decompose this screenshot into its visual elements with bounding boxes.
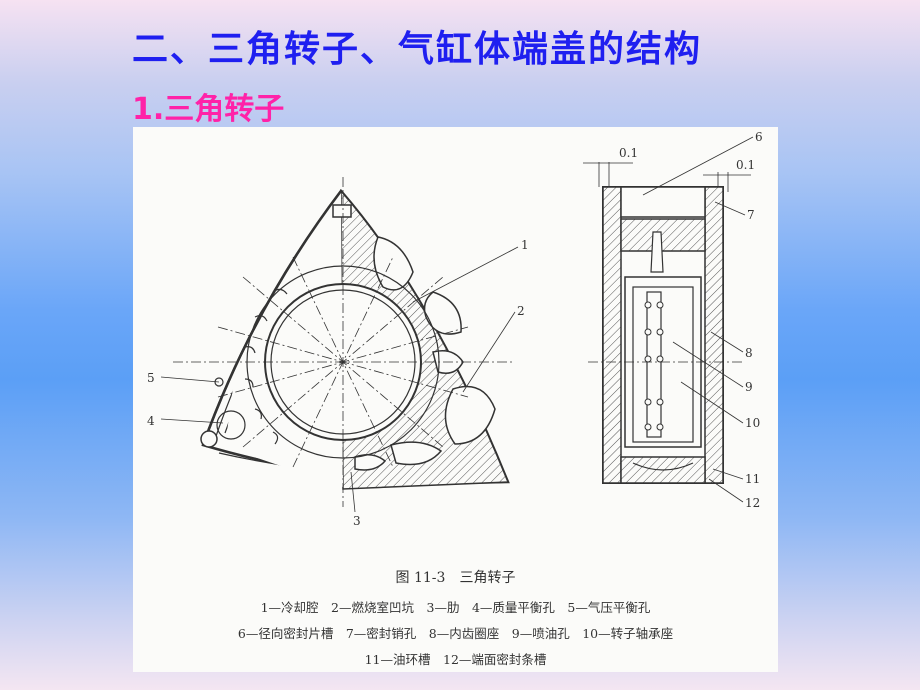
legend-line-2: 6—径向密封片槽 7—密封销孔 8—内齿圈座 9—喷油孔 10—转子轴承座 bbox=[237, 626, 674, 641]
callout-12: 12 bbox=[745, 496, 760, 510]
section-view-leaders bbox=[642, 136, 754, 503]
callout-11: 11 bbox=[745, 472, 760, 486]
callout-4: 4 bbox=[147, 414, 155, 428]
front-view-leaders bbox=[160, 246, 519, 513]
rotor-figure: 1 2 3 4 5 bbox=[133, 127, 778, 672]
callout-7: 7 bbox=[747, 208, 755, 222]
callout-10: 10 bbox=[745, 416, 760, 430]
callout-9: 9 bbox=[745, 380, 753, 394]
rotor-section-view bbox=[583, 162, 751, 484]
slide-title: 二、三角转子、气缸体端盖的结构 bbox=[132, 29, 703, 70]
figure-caption: 图 11-3 三角转子 bbox=[395, 570, 516, 586]
slide-subtitle: 1.三角转子 bbox=[132, 92, 285, 127]
legend-line-3: 11—油环槽 12—端面密封条槽 bbox=[364, 652, 547, 667]
callout-1: 1 bbox=[521, 238, 529, 252]
callout-8: 8 bbox=[745, 346, 753, 360]
callout-3: 3 bbox=[353, 514, 361, 528]
dim-left: 0.1 bbox=[619, 146, 638, 160]
rotor-drawing: 1 2 3 4 5 bbox=[147, 130, 763, 528]
dim-right: 0.1 bbox=[736, 158, 755, 172]
rotor-front-view bbox=[173, 177, 513, 507]
callout-6: 6 bbox=[755, 130, 763, 144]
legend-line-1: 1—冷却腔 2—燃烧室凹坑 3—肋 4—质量平衡孔 5—气压平衡孔 bbox=[260, 600, 651, 615]
callout-2: 2 bbox=[517, 304, 525, 318]
callout-5: 5 bbox=[147, 371, 155, 385]
